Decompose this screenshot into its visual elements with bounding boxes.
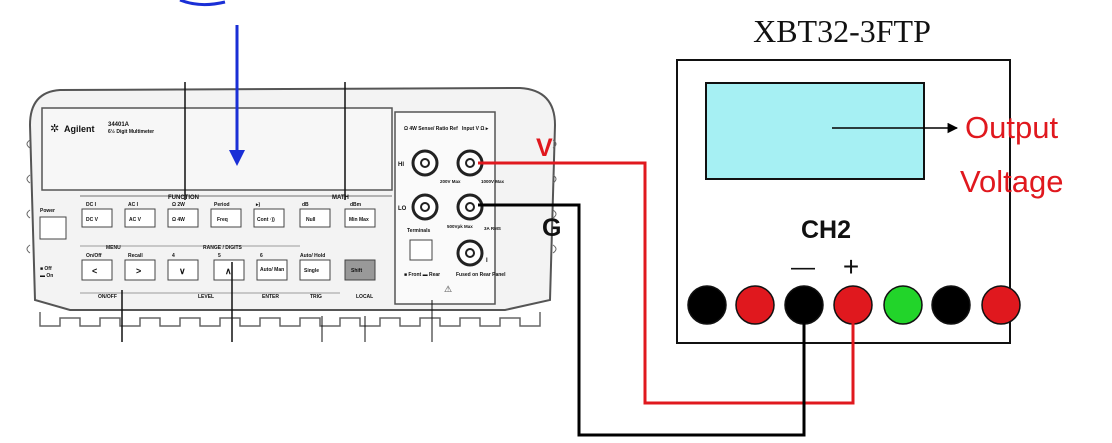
null-button[interactable] [299, 208, 331, 228]
fused-label: Fused on Rear Panel [456, 272, 506, 278]
math-label: MATH [332, 195, 349, 201]
btn-header: DC I [86, 202, 97, 208]
range-label: RANGE / DIGITS [203, 245, 243, 251]
auto-man-label: Auto/ Man [260, 267, 284, 273]
right-arrow-label: > [136, 266, 141, 276]
shift-button[interactable] [344, 259, 376, 281]
btn-header: dBm [350, 202, 362, 208]
meter-brand: Agilent [64, 124, 95, 134]
acv-button[interactable] [124, 208, 156, 228]
null-label: Null [306, 217, 316, 223]
minmax-button[interactable] [344, 208, 376, 228]
cont-button[interactable] [253, 208, 285, 228]
warning-icon: ⚠ [444, 284, 452, 294]
menu-label: MENU [106, 245, 121, 251]
i-label: I [486, 258, 488, 264]
menu-left-button[interactable] [81, 259, 113, 281]
terminal-green-5[interactable] [883, 285, 923, 325]
dcv-button[interactable] [81, 208, 113, 228]
range-down-button[interactable] [167, 259, 199, 281]
local-bottom-label: LOCAL [356, 294, 373, 300]
meter-model-desc: 6½ Digit Multimeter [108, 128, 154, 135]
output-label-line1: Output [965, 110, 1058, 145]
front-rear-label: ■ Front ▬ Rear [404, 272, 440, 278]
freq-button[interactable] [210, 208, 242, 228]
vpk-max-label: 500Vpk Max [447, 224, 473, 229]
acv-label: AC V [129, 217, 142, 223]
terminals-label: Terminals [407, 228, 430, 234]
v2-max-label: 1000V Max [481, 179, 505, 184]
level-bottom-label: LEVEL [198, 294, 214, 300]
ohm-label: Ω 4W [172, 217, 185, 223]
device-title: XBT32-3FTP [753, 13, 931, 49]
up-arrow-label: ∧ [225, 266, 232, 276]
btn-header: dB [302, 202, 309, 208]
function-label: FUNCTION [168, 195, 199, 201]
down-arrow-label: ∨ [179, 266, 186, 276]
terminal-black-6[interactable] [931, 285, 971, 325]
left-arrow-label: < [92, 266, 97, 276]
terminal-black-1[interactable] [687, 285, 727, 325]
power-button[interactable] [39, 216, 67, 240]
meter-display [41, 107, 393, 191]
terminals-button[interactable] [409, 239, 433, 261]
range-up-button[interactable] [213, 259, 245, 281]
onoff-bottom-label: ON/OFF [98, 294, 117, 300]
minus-sign: — [791, 254, 815, 281]
red-wire [478, 161, 855, 405]
hi-label: HI [398, 162, 404, 168]
terminal-red-2[interactable] [735, 285, 775, 325]
input-label: Input V Ω ▸ [462, 126, 489, 132]
black-wire [478, 203, 806, 437]
single-button[interactable] [299, 259, 331, 281]
dcv-label: DC V [86, 217, 99, 223]
amp-label: 3A RMS [484, 226, 501, 231]
agilent-logo-icon: ✲ [50, 123, 59, 135]
btn-header: Ω 2W [172, 202, 185, 208]
btn-header: 4 [172, 253, 175, 259]
trig-bottom-label: TRIG [310, 294, 322, 300]
meter-side-ridges [26, 139, 31, 254]
plus-sign: + [843, 251, 859, 282]
btn-header: 6 [260, 253, 263, 259]
enter-bottom-label: ENTER [262, 294, 279, 300]
blue-arrow [179, 0, 245, 166]
meter-model: 34401A [108, 122, 130, 128]
terminal-red-7[interactable] [981, 285, 1021, 325]
v-wire-label: V [536, 134, 553, 162]
freq-label: Freq [217, 217, 228, 223]
btn-header: Auto/ Hold [300, 253, 325, 259]
btn-header: ▸) [255, 202, 261, 208]
ohm-sense-label: Ω 4W Sense/ Ratio Ref [404, 126, 458, 132]
output-label-line2: Voltage [960, 164, 1063, 199]
v-max-label: 200V Max [440, 179, 461, 184]
power-on-label: ▬ On [40, 273, 53, 279]
btn-header: On/Off [86, 253, 102, 259]
shift-label: Shift [351, 268, 362, 274]
function-row-1: DC I AC I Ω 2W Period ▸) dB dBm DC V AC … [81, 202, 376, 228]
power-off-label: ■ Off [40, 266, 52, 272]
function-row-2: On/Off Recall 4 5 6 Auto/ Hold < > ∨ ∧ A… [81, 253, 376, 281]
ohm-button[interactable] [167, 208, 199, 228]
lo-label: LO [398, 206, 407, 212]
power-label: Power [40, 208, 55, 214]
btn-header: 5 [218, 253, 221, 259]
single-label: Single [304, 268, 319, 274]
meter-side-ridges-right [552, 139, 557, 254]
auto-man-button[interactable] [256, 259, 288, 281]
minmax-label: Min Max [349, 217, 369, 223]
multimeter: ✲ Agilent 34401A 6½ Digit Multimeter FUN… [26, 82, 557, 342]
channel-label: CH2 [801, 216, 851, 244]
btn-header: Recall [128, 253, 143, 259]
menu-right-button[interactable] [124, 259, 156, 281]
cont-label: Cont ·)) [257, 217, 275, 223]
g-wire-label: G [542, 214, 561, 242]
meter-feet [39, 312, 541, 327]
btn-header: AC I [128, 202, 139, 208]
device-screen [705, 82, 925, 180]
btn-header: Period [214, 202, 230, 208]
